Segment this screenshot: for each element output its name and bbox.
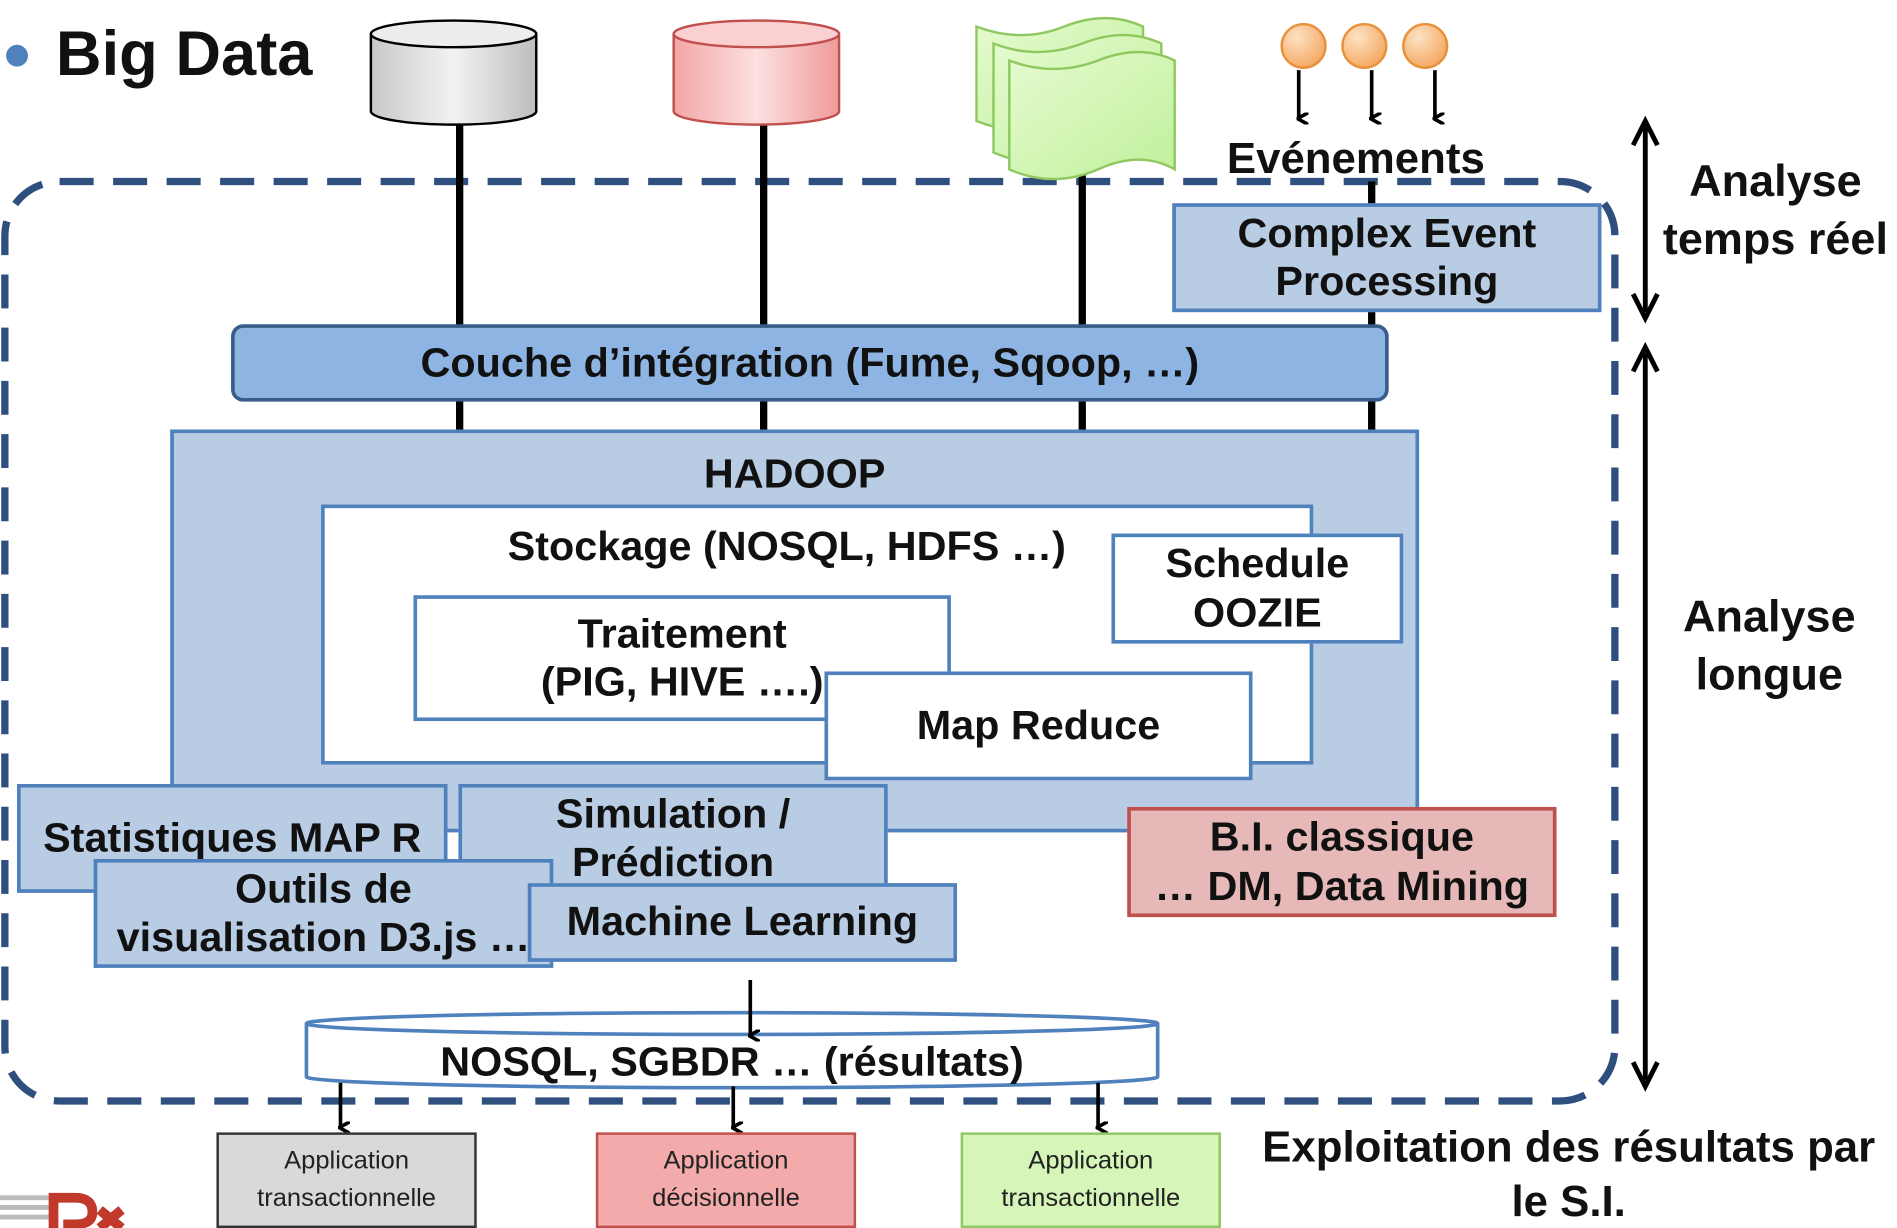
storage-label: Stockage (NOSQL, HDFS …) bbox=[507, 523, 1066, 570]
event-node-icon bbox=[1280, 22, 1449, 118]
app-3-line2: transactionnelle bbox=[1001, 1183, 1181, 1212]
long-analysis-label: Analyse longue bbox=[1654, 588, 1885, 704]
red-database-icon bbox=[672, 19, 841, 126]
app-3-line1: Application bbox=[1028, 1147, 1154, 1175]
visualisation-tools-box: Outils de visualisation D3.js … bbox=[93, 858, 554, 968]
bullet-dot bbox=[6, 44, 28, 67]
results-database-shape bbox=[304, 1010, 1160, 1090]
bi-classic-box: B.I. classique … DM, Data Mining bbox=[1127, 806, 1557, 918]
simulation-line1: Simulation / bbox=[555, 791, 791, 838]
traitement-line2: (PIG, HIVE ….) bbox=[540, 659, 824, 706]
statistics-label: Statistiques MAP R bbox=[43, 815, 422, 862]
realtime-line1: Analyse bbox=[1689, 156, 1862, 206]
realtime-double-arrow bbox=[1630, 115, 1660, 324]
schedule-line2: OOZIE bbox=[1193, 589, 1322, 636]
app-decisional-red: Application décisionnelle bbox=[595, 1132, 857, 1228]
app-1-line2: transactionnelle bbox=[257, 1183, 437, 1212]
results-label: NOSQL, SGBDR … (résultats) bbox=[440, 1039, 1024, 1086]
integration-layer-box: Couche d’intégration (Fume, Sqoop, …) bbox=[231, 324, 1389, 402]
traitement-line1: Traitement bbox=[577, 610, 787, 657]
long-analysis-double-arrow bbox=[1630, 341, 1660, 1092]
visualisation-line1: Outils de bbox=[235, 866, 412, 913]
app-transactional-gray: Application transactionnelle bbox=[216, 1132, 477, 1228]
bi-line2: … DM, Data Mining bbox=[1154, 863, 1530, 910]
realtime-analysis-label: Analyse temps réel bbox=[1654, 152, 1897, 268]
machine-learning-label: Machine Learning bbox=[566, 899, 919, 946]
green-document-icon bbox=[975, 16, 1176, 181]
events-label: Evénements bbox=[1226, 133, 1485, 183]
visualisation-line2: visualisation D3.js … bbox=[116, 914, 531, 961]
complex-event-processing-box: Complex Event Processing bbox=[1172, 203, 1602, 313]
app-1-line1: Application bbox=[284, 1147, 410, 1175]
exploit-line2: le S.I. bbox=[1511, 1175, 1626, 1226]
dashed-frame bbox=[1, 177, 1619, 1105]
bi-line1: B.I. classique bbox=[1209, 814, 1475, 861]
exploitation-label: Exploitation des résultats par le S.I. bbox=[1240, 1119, 1897, 1228]
exploit-line1: Exploitation des résultats par bbox=[1262, 1121, 1876, 1172]
gray-database-icon bbox=[369, 19, 538, 126]
map-reduce-label: Map Reduce bbox=[916, 702, 1161, 749]
simulation-line2: Prédiction bbox=[571, 839, 775, 886]
logo-fragment bbox=[0, 1192, 125, 1228]
long-line2: longue bbox=[1695, 649, 1844, 700]
map-reduce-box: Map Reduce bbox=[824, 671, 1253, 781]
schedule-oozie-box: Schedule OOZIE bbox=[1111, 533, 1404, 644]
schedule-line1: Schedule bbox=[1165, 541, 1350, 588]
hadoop-label: HADOOP bbox=[703, 451, 886, 498]
traitement-box: Traitement (PIG, HIVE ….) bbox=[413, 595, 951, 722]
page-title: Big Data bbox=[55, 19, 313, 90]
cep-line1: Complex Event bbox=[1237, 210, 1537, 257]
long-line1: Analyse bbox=[1683, 591, 1856, 642]
app-transactional-green: Application transactionnelle bbox=[960, 1132, 1221, 1228]
app-2-line1: Application bbox=[663, 1147, 789, 1175]
machine-learning-box: Machine Learning bbox=[527, 883, 958, 962]
cep-line2: Processing bbox=[1275, 258, 1499, 305]
integration-layer-label: Couche d’intégration (Fume, Sqoop, …) bbox=[420, 339, 1200, 386]
realtime-line2: temps réel bbox=[1662, 214, 1888, 264]
app-2-line2: décisionnelle bbox=[652, 1183, 800, 1212]
